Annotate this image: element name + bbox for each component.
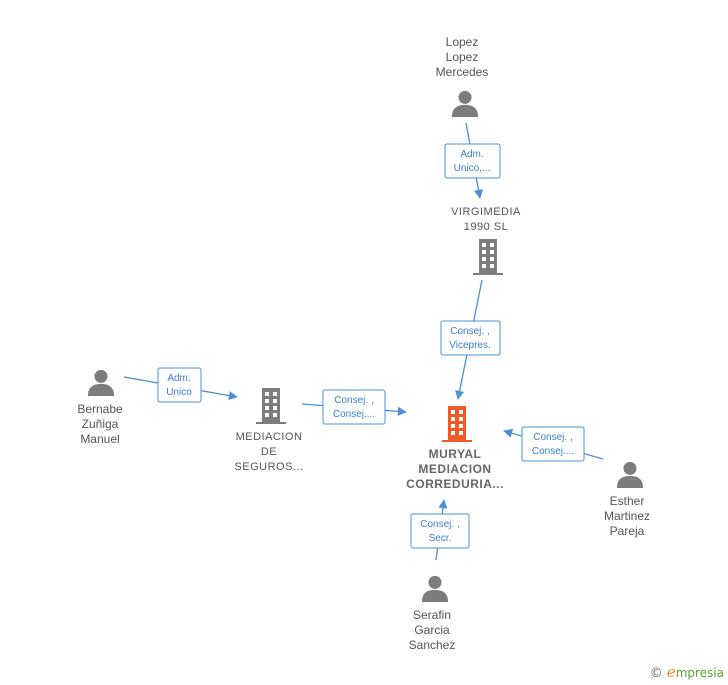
person-icon [421,575,449,602]
edge-label-line: Unico,... [454,163,491,174]
edge-label-line: Consej. , [334,395,373,406]
node-label-line: Esther [610,494,645,508]
node-label-line: Serafin [413,608,451,622]
edge-serafin-muryal[interactable]: Consej. , Secr. [410,499,470,561]
brand-initial: e [666,663,676,681]
edge-label-line: Adm. [460,149,483,160]
edge-label-line: Secr. [429,533,452,544]
edge-label-line: Consej.... [532,446,574,457]
building-icon [256,388,286,424]
node-virgimedia[interactable]: VIRGIMEDIA 1990 SL [451,206,521,275]
node-esther-martinez-pareja[interactable]: Esther Martinez Pareja [604,461,650,538]
node-label-line: MURYAL [429,447,482,461]
edge-label-line: Unico [166,387,192,398]
edge-label-line: Adm. [167,373,190,384]
node-muryal-mediacion-correduria[interactable]: MURYAL MEDIACION CORREDURIA... [406,406,504,491]
edge-label-line: Vicepres. [449,340,491,351]
copyright-symbol: © [649,666,663,681]
edge-lopez-virgimedia[interactable]: Adm. Unico,... [444,122,501,199]
node-mediacion-de-seguros[interactable]: MEDIACION DE SEGUROS... [234,388,303,473]
person-icon [87,369,115,396]
empresia-logo[interactable]: ©empresia [650,663,724,681]
node-label-line: 1990 SL [464,221,508,233]
edge-virgimedia-muryal[interactable]: Consej. , Vicepres. [440,279,501,400]
node-label-line: Lopez [446,50,479,64]
node-label-line: DE [261,446,277,458]
node-label-line: Lopez [446,35,479,49]
node-label-line: Pareja [610,524,645,538]
node-label-line: SEGUROS... [234,461,303,473]
building-icon [473,239,503,275]
person-icon [616,461,644,488]
node-label-line: CORREDURIA... [406,477,504,491]
node-label-line: Zuñiga [82,417,119,431]
edge-label-line: Consej. , [420,519,459,530]
edge-esther-muryal[interactable]: Consej. , Consej.... [503,426,604,462]
node-label-line: Martinez [604,509,650,523]
node-serafin-garcia-sanchez[interactable]: Serafin Garcia Sanchez [409,575,456,652]
brand-name: mpresia [675,666,724,680]
edge-mediacion-muryal[interactable]: Consej. , Consej.... [301,389,407,425]
person-icon [451,90,479,117]
node-label-line: Mercedes [436,65,489,79]
node-label-line: Garcia [414,623,450,637]
node-lopez-lopez-mercedes[interactable]: Lopez Lopez Mercedes [436,35,489,117]
edge-label-line: Consej.... [333,409,375,420]
node-label-line: MEDIACION [236,431,303,443]
node-label-line: Sanchez [409,638,456,652]
edge-label-line: Consej. , [450,326,489,337]
node-label-line: Bernabe [77,402,123,416]
node-label-line: MEDIACION [418,462,491,476]
node-label-line: VIRGIMEDIA [451,206,521,218]
edge-bernabe-mediacion[interactable]: Adm. Unico [123,367,238,403]
edge-label-line: Consej. , [533,432,572,443]
node-bernabe-zuniga-manuel[interactable]: Bernabe Zuñiga Manuel [77,369,123,446]
node-label-line: Manuel [80,432,119,446]
building-icon [442,406,472,442]
